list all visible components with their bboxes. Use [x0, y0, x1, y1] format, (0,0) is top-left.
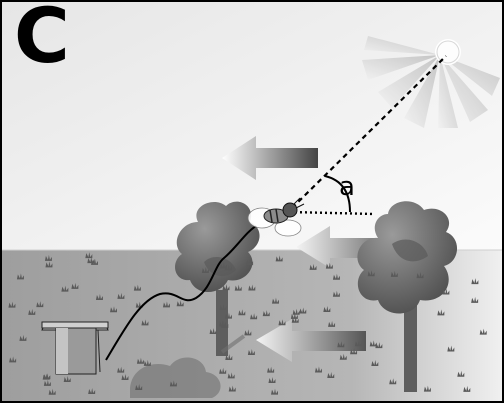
sun-icon: [435, 39, 461, 65]
angle-label: a: [339, 172, 355, 202]
panel-letter: C: [14, 0, 70, 74]
